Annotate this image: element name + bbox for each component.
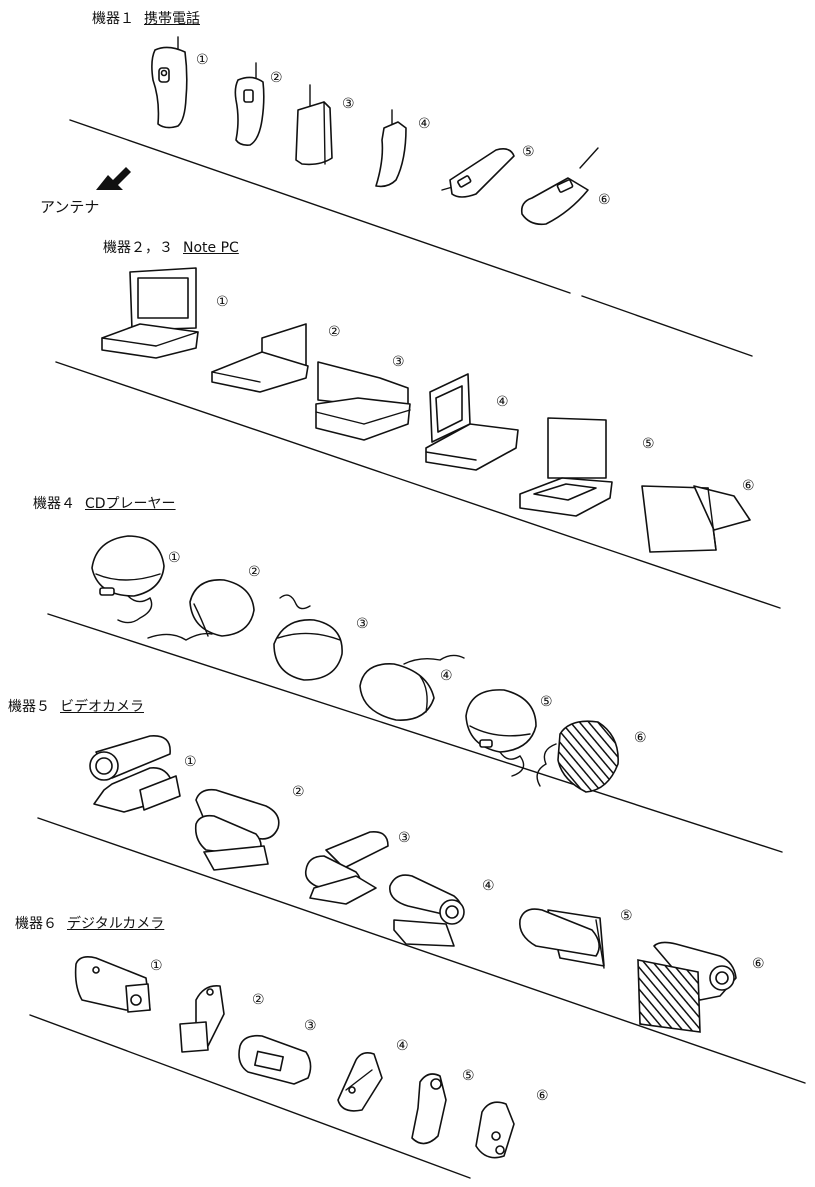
section-label-pc: 機器２，３ Note PC [103, 241, 239, 255]
item-number: ③ [342, 96, 355, 112]
device-title: Note PC [183, 240, 239, 256]
item-number: ⑥ [598, 192, 611, 208]
item-number: ② [292, 784, 305, 800]
item-number: ① [196, 52, 209, 68]
item-number: ⑤ [620, 908, 633, 924]
device-number: 機器１ [92, 11, 134, 27]
device-number: 機器４ [33, 496, 75, 512]
item-number: ④ [440, 668, 453, 684]
item-number: ④ [496, 394, 509, 410]
digital-camera-6-sketch [475, 1101, 515, 1159]
divider-line [47, 613, 783, 853]
item-number: ④ [396, 1038, 409, 1054]
device-title: デジタルカメラ [67, 916, 165, 932]
item-number: ② [252, 992, 265, 1008]
device-number: 機器６ [15, 916, 57, 932]
item-number: ⑥ [752, 956, 765, 972]
item-number: ④ [482, 878, 495, 894]
video-camera-4-sketch [389, 874, 465, 947]
video-camera-1-sketch [89, 735, 181, 813]
device-title: 携帯電話 [144, 11, 200, 27]
item-number: ⑤ [540, 694, 553, 710]
cd-player-6-sketch [536, 720, 619, 793]
divider-line [69, 119, 571, 294]
video-camera-5-sketch [519, 908, 605, 969]
cd-player-1-sketch [91, 535, 165, 624]
item-number: ④ [418, 116, 431, 132]
phone-1-sketch [151, 36, 188, 129]
section-label-video: 機器５ ビデオカメラ [8, 700, 144, 714]
phone-5-sketch [441, 148, 515, 198]
phone-group: ① ② ③ ④ ⑤ ⑥ [151, 36, 611, 226]
device-title: ビデオカメラ [60, 699, 144, 715]
device-number: 機器２，３ [103, 240, 173, 256]
laptop-6-sketch [641, 485, 751, 553]
video-camera-group: ① ② ③ ④ ⑤ ⑥ [89, 735, 765, 1033]
cd-player-4-sketch [359, 654, 465, 721]
item-number: ⑤ [462, 1068, 475, 1084]
phone-3-sketch [295, 84, 333, 166]
digital-camera-2-sketch [179, 984, 225, 1053]
digital-camera-5-sketch [411, 1073, 447, 1145]
cd-player-group: ① ② ③ ④ ⑤ ⑥ [91, 535, 647, 793]
item-number: ⑥ [634, 730, 647, 746]
item-number: ① [184, 754, 197, 770]
cd-player-3-sketch [273, 594, 343, 681]
phone-4-sketch [375, 109, 407, 188]
item-number: ③ [304, 1018, 317, 1034]
item-number: ① [168, 550, 181, 566]
item-number: ② [270, 70, 283, 86]
section-label-phone: 機器１ 携帯電話 [92, 12, 200, 26]
item-number: ③ [398, 830, 411, 846]
antenna-annotation: アンテナ [40, 198, 100, 216]
item-number: ③ [392, 354, 405, 370]
cd-player-5-sketch [465, 689, 537, 777]
divider-line [37, 817, 806, 1084]
phone-6-sketch [520, 147, 599, 226]
item-number: ① [216, 294, 229, 310]
item-number: ③ [356, 616, 369, 632]
digital-camera-3-sketch [238, 1034, 312, 1085]
divider-line [581, 295, 753, 357]
digital-camera-4-sketch [337, 1052, 383, 1112]
cd-player-2-sketch [147, 579, 255, 641]
item-number: ① [150, 958, 163, 974]
item-number: ⑤ [522, 144, 535, 160]
section-dividers [29, 119, 806, 1179]
arrow-down-left-icon [96, 167, 131, 190]
laptop-group: ① ② ③ ④ ⑤ ⑥ [101, 267, 755, 553]
laptop-1-sketch [101, 267, 199, 359]
section-label-camera: 機器６ デジタルカメラ [15, 917, 164, 931]
video-camera-6-sketch [637, 941, 737, 1033]
laptop-4-sketch [425, 373, 519, 471]
item-number: ⑥ [536, 1088, 549, 1104]
device-number: 機器５ [8, 699, 50, 715]
divider-line [29, 1014, 471, 1179]
phone-2-sketch [234, 62, 265, 146]
digital-camera-group: ① ② ③ ④ ⑤ ⑥ [74, 956, 549, 1159]
laptop-3-sketch [315, 361, 411, 441]
item-number: ② [248, 564, 261, 580]
device-title: CDプレーヤー [85, 496, 176, 512]
item-number: ② [328, 324, 341, 340]
divider-line [55, 361, 781, 609]
video-camera-3-sketch [304, 830, 389, 905]
item-number: ⑥ [742, 478, 755, 494]
section-label-cd: 機器４ CDプレーヤー [33, 497, 176, 511]
laptop-2-sketch [211, 323, 309, 393]
video-camera-2-sketch [194, 788, 280, 871]
laptop-5-sketch [519, 417, 613, 517]
digital-camera-1-sketch [74, 956, 151, 1013]
item-number: ⑤ [642, 436, 655, 452]
